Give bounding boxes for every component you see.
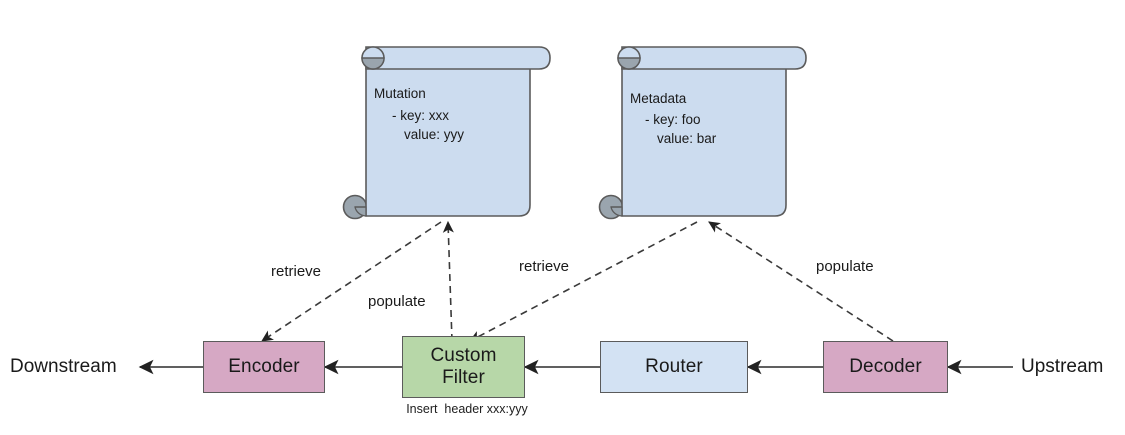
edge-retrieve-filter [469,221,698,342]
mutation-note-key: - key: xxx [392,108,450,123]
metadata-note-key: - key: foo [645,112,701,127]
edge-label-retrieve-encoder: retrieve [271,263,322,280]
metadata-note-value: value: bar [657,131,717,146]
edge-label-populate-filter: populate [368,293,426,310]
metadata-note-title: Metadata [630,91,687,106]
edge-label-retrieve-filter: retrieve [519,258,570,275]
node-router-label: Router [645,356,703,377]
endpoint-downstream: Downstream [10,356,117,377]
node-router[interactable]: Router [600,341,748,393]
edge-retrieve-encoder [261,221,442,342]
endpoint-upstream: Upstream [1021,356,1104,377]
mutation-note-value: value: yyy [404,127,465,142]
node-encoder-label: Encoder [228,356,300,377]
node-encoder[interactable]: Encoder [203,341,325,393]
node-custom-filter-label-line2: Filter [442,367,485,388]
node-decoder[interactable]: Decoder [823,341,948,393]
edge-label-populate-decoder: populate [816,258,874,275]
mutation-note-title: Mutation [374,86,426,101]
node-custom-filter-label-line1: Custom [430,345,497,366]
node-decoder-label: Decoder [849,356,922,377]
edge-populate-decoder [708,221,894,342]
node-custom-filter[interactable]: Custom Filter [402,336,525,398]
edge-populate-filter [442,220,454,342]
caption-insert-header: Insert header xxx:yyy [406,402,528,416]
